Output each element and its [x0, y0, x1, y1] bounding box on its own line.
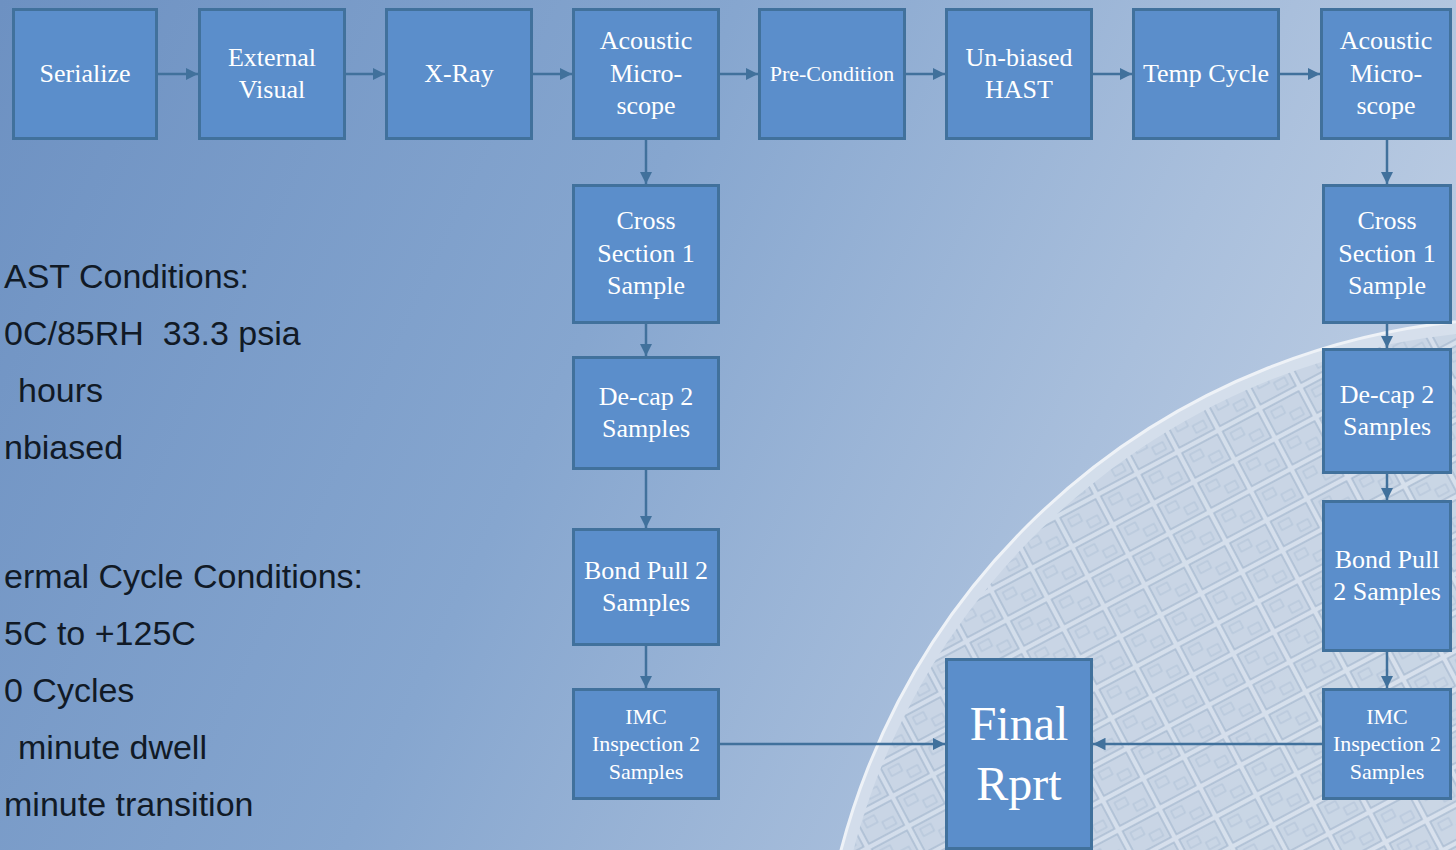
process-box: Acoustic Micro-scope [572, 8, 720, 140]
box-text: Un-biased HAST [954, 42, 1084, 107]
condition-note: 5C to +125C [4, 615, 196, 652]
condition-note: ermal Cycle Conditions: [4, 558, 363, 595]
analysis-box: De-cap 2 Samples [1322, 348, 1452, 474]
box-text: Final Rprt [954, 694, 1084, 814]
flow-arrow [720, 73, 758, 76]
flow-arrow [1280, 73, 1320, 76]
box-text: External Visual [207, 42, 337, 107]
flow-arrow [720, 743, 945, 746]
box-text: Bond Pull 2 Samples [581, 555, 711, 620]
process-box: Un-biased HAST [945, 8, 1093, 140]
flow-arrow [645, 646, 648, 688]
box-text: Pre-Condition [770, 60, 895, 88]
flow-arrow [906, 73, 945, 76]
condition-note: minute dwell [18, 729, 207, 766]
analysis-box: Bond Pull 2 Samples [572, 528, 720, 646]
flow-arrow [645, 470, 648, 528]
condition-note: nbiased [4, 429, 123, 466]
condition-note: 0C/85RH 33.3 psia [4, 315, 301, 352]
flow-arrow [158, 73, 198, 76]
flow-arrow [645, 324, 648, 356]
analysis-box: Cross Section 1 Sample [1322, 184, 1452, 324]
condition-note: hours [18, 372, 103, 409]
process-box: Acoustic Micro-scope [1320, 8, 1452, 140]
box-text: X-Ray [424, 58, 493, 91]
analysis-box: Cross Section 1 Sample [572, 184, 720, 324]
flow-arrow [533, 73, 572, 76]
box-text: IMC Inspection 2 Samples [1331, 703, 1443, 786]
box-text: IMC Inspection 2 Samples [581, 703, 711, 786]
analysis-box: Bond Pull 2 Samples [1322, 500, 1452, 652]
flow-arrow [1093, 73, 1132, 76]
flow-arrow [645, 140, 648, 184]
box-text: De-cap 2 Samples [1331, 379, 1443, 444]
process-box: External Visual [198, 8, 346, 140]
box-text: De-cap 2 Samples [581, 381, 711, 446]
condition-note: 0 Cycles [4, 672, 134, 709]
analysis-box: IMC Inspection 2 Samples [572, 688, 720, 800]
box-text: Serialize [40, 58, 131, 91]
flow-arrow [1386, 140, 1389, 184]
process-box: Serialize [12, 8, 158, 140]
box-text: Bond Pull 2 Samples [1331, 544, 1443, 609]
process-box: Temp Cycle [1132, 8, 1280, 140]
box-text: Cross Section 1 Sample [1331, 205, 1443, 303]
flow-arrow [1386, 324, 1389, 348]
condition-note: minute transition [4, 786, 253, 823]
flow-arrow [1386, 474, 1389, 500]
box-text: Temp Cycle [1143, 58, 1269, 91]
box-text: Acoustic Micro-scope [1329, 25, 1443, 123]
flow-arrow [346, 73, 385, 76]
flow-arrow [1093, 743, 1322, 746]
process-box: X-Ray [385, 8, 533, 140]
wafer-chips [800, 300, 1456, 850]
condition-note: AST Conditions: [4, 258, 249, 295]
process-box: Pre-Condition [758, 8, 906, 140]
report-box: Final Rprt [945, 658, 1093, 850]
box-text: Cross Section 1 Sample [581, 205, 711, 303]
box-text: Acoustic Micro-scope [581, 25, 711, 123]
analysis-box: De-cap 2 Samples [572, 356, 720, 470]
flow-arrow [1386, 652, 1389, 688]
analysis-box: IMC Inspection 2 Samples [1322, 688, 1452, 800]
